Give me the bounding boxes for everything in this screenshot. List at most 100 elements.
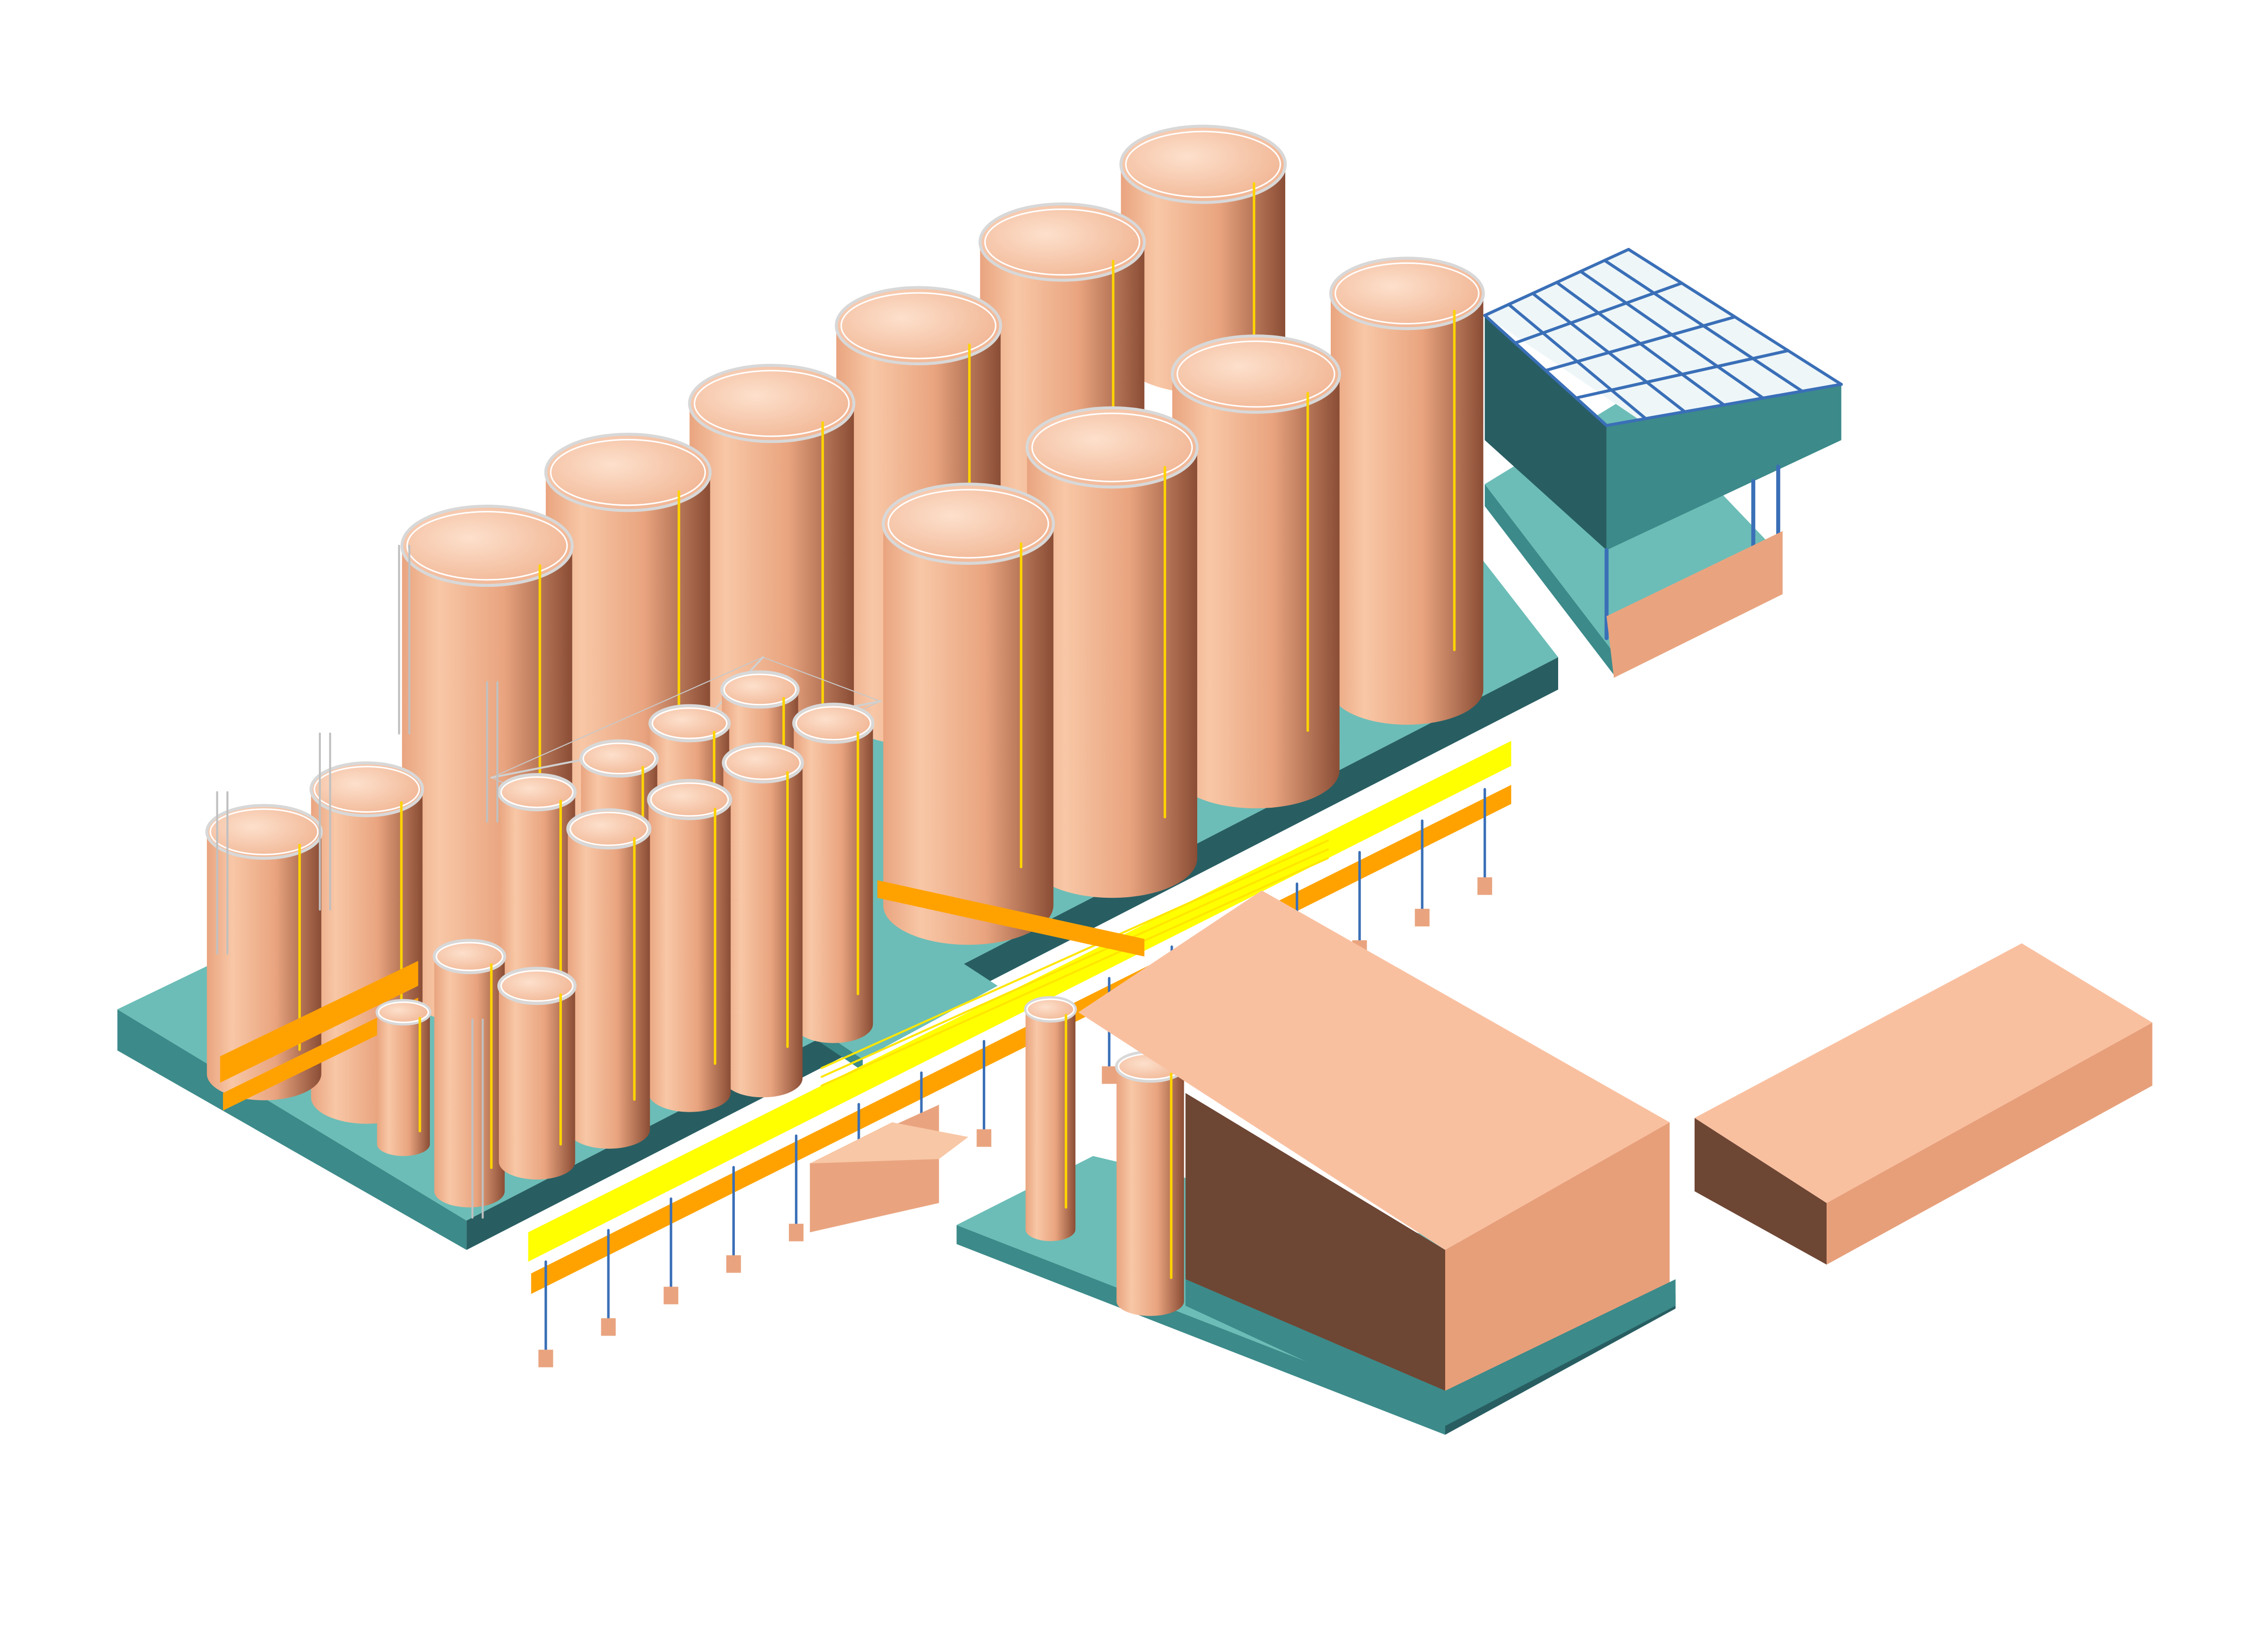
process-vessel-7-roof bbox=[497, 773, 577, 812]
pipe-rack-upper bbox=[528, 741, 1512, 1262]
rack-footing bbox=[1415, 909, 1430, 927]
rack-footing bbox=[789, 1224, 804, 1242]
small-building-left-face bbox=[1694, 1118, 1827, 1265]
large-tank-11-handrail bbox=[313, 766, 420, 813]
steel-beam bbox=[1514, 281, 1684, 345]
pipe-rack-left-bottom bbox=[223, 997, 418, 1111]
process-vessel-4 bbox=[792, 702, 875, 1043]
front-vessel-5-shell bbox=[1116, 1066, 1184, 1316]
rack-footing bbox=[976, 1129, 992, 1147]
large-tank-9-roof bbox=[881, 482, 1055, 565]
large-tank-6-handrail bbox=[1176, 340, 1336, 408]
large-tank-8-handrail bbox=[1031, 412, 1193, 482]
large-tank-6 bbox=[1171, 334, 1341, 809]
rack-footing bbox=[663, 1287, 678, 1305]
steel-beam bbox=[1605, 382, 1843, 427]
rack-footing bbox=[601, 1318, 616, 1336]
front-vessel-2-handrail bbox=[435, 942, 503, 971]
process-vessel-3-roof bbox=[579, 739, 659, 778]
large-tank-6-roof bbox=[1171, 334, 1341, 414]
process-vessel-6-handrail bbox=[650, 782, 729, 817]
large-tank-8-shell bbox=[1027, 447, 1197, 898]
equipment-box-front bbox=[810, 1105, 939, 1233]
front-vessel-3-shell bbox=[498, 986, 575, 1180]
process-vessels bbox=[490, 656, 882, 1149]
front-vessel-1-shell bbox=[377, 1012, 430, 1156]
process-vessel-4-handrail bbox=[795, 706, 872, 741]
front-vessel-4 bbox=[1024, 996, 1077, 1242]
large-tank-3-handrail bbox=[1334, 262, 1480, 325]
front-vessel-4-shell bbox=[1025, 1009, 1076, 1242]
process-vessel-3-handrail bbox=[582, 742, 656, 775]
rack-footing bbox=[538, 1350, 553, 1368]
large-tank-9-handrail bbox=[887, 489, 1049, 559]
steel-wall-front bbox=[1606, 384, 1842, 550]
lower-slab-side bbox=[956, 1225, 1445, 1435]
rack-footing bbox=[1477, 877, 1492, 895]
pipe-racks bbox=[220, 741, 1512, 1368]
large-building bbox=[1078, 890, 1670, 1391]
process-vessel-7-handrail bbox=[500, 776, 574, 808]
large-tank-5-roof bbox=[688, 363, 856, 443]
front-vessel-3-roof bbox=[497, 967, 577, 1005]
large-tank-8 bbox=[1025, 406, 1199, 898]
large-tank-12-roof bbox=[205, 804, 323, 860]
front-vessels bbox=[216, 544, 1186, 1316]
large-tank-4-handrail bbox=[840, 292, 997, 359]
large-tank-3 bbox=[1329, 256, 1485, 725]
large-tank-2-handrail bbox=[984, 208, 1140, 276]
large-tank-7-roof bbox=[544, 432, 712, 512]
large-tank-3-shell bbox=[1331, 293, 1484, 725]
cross-pipe-rack bbox=[877, 880, 1145, 957]
pipe-rack-left-top bbox=[220, 961, 418, 1083]
large-tank-5-handrail bbox=[693, 369, 850, 437]
large-tank-6-shell bbox=[1172, 374, 1340, 809]
large-tank-3-roof bbox=[1329, 256, 1485, 330]
process-vessel-8-shell bbox=[567, 829, 650, 1149]
steel-plinth bbox=[1606, 531, 1783, 678]
front-vessel-1 bbox=[375, 999, 431, 1156]
front-vessel-2-roof bbox=[432, 939, 506, 974]
large-tank-10-handrail bbox=[406, 511, 568, 581]
process-vessel-8 bbox=[566, 808, 652, 1149]
small-building-right-face bbox=[1827, 1022, 2153, 1265]
pipe-run bbox=[820, 848, 1329, 1078]
process-vessel-5-shell bbox=[723, 763, 803, 1098]
ladders bbox=[216, 544, 498, 1219]
left-pipe-rack bbox=[220, 961, 418, 1111]
large-building-right-face bbox=[1445, 1122, 1670, 1391]
front-vessel-2-shell bbox=[434, 956, 505, 1208]
process-vessel-6 bbox=[647, 779, 732, 1112]
large-tank-8-roof bbox=[1025, 406, 1199, 489]
large-tank-11-roof bbox=[309, 761, 424, 817]
pipe-run bbox=[820, 857, 1329, 1087]
front-vessel-3-handrail bbox=[500, 970, 574, 1002]
equipment-box-top bbox=[810, 1122, 969, 1164]
rack-footing bbox=[1102, 1066, 1117, 1084]
front-vessel-4-handrail bbox=[1026, 998, 1075, 1020]
front-vessel-1-roof bbox=[375, 999, 431, 1026]
building-base bbox=[1185, 1279, 1676, 1426]
large-tank-2-roof bbox=[978, 202, 1146, 282]
process-vessel-8-handrail bbox=[569, 811, 648, 846]
process-vessel-1-roof bbox=[720, 670, 800, 709]
large-building-left-face bbox=[1185, 1093, 1445, 1391]
process-vessel-5-roof bbox=[721, 742, 804, 784]
process-vessel-6-roof bbox=[647, 779, 732, 820]
front-vessel-2 bbox=[432, 939, 506, 1208]
steel-slab-side bbox=[1485, 484, 1614, 675]
process-vessel-5-handrail bbox=[725, 745, 801, 780]
process-vessel-4-shell bbox=[793, 723, 873, 1043]
front-vessel-1-handrail bbox=[377, 1001, 429, 1023]
steel-beam bbox=[1574, 349, 1790, 400]
large-tank-10-roof bbox=[400, 504, 574, 587]
process-vessel-5 bbox=[721, 742, 804, 1098]
process-vessel-6-shell bbox=[648, 799, 731, 1112]
steel-structure bbox=[1483, 247, 1843, 678]
large-tank-9-shell bbox=[883, 523, 1054, 945]
large-tank-1-handrail bbox=[1125, 130, 1281, 198]
front-vessel-4-roof bbox=[1024, 996, 1077, 1023]
front-vessel-5 bbox=[1115, 1050, 1186, 1316]
pipe-run bbox=[820, 839, 1329, 1069]
